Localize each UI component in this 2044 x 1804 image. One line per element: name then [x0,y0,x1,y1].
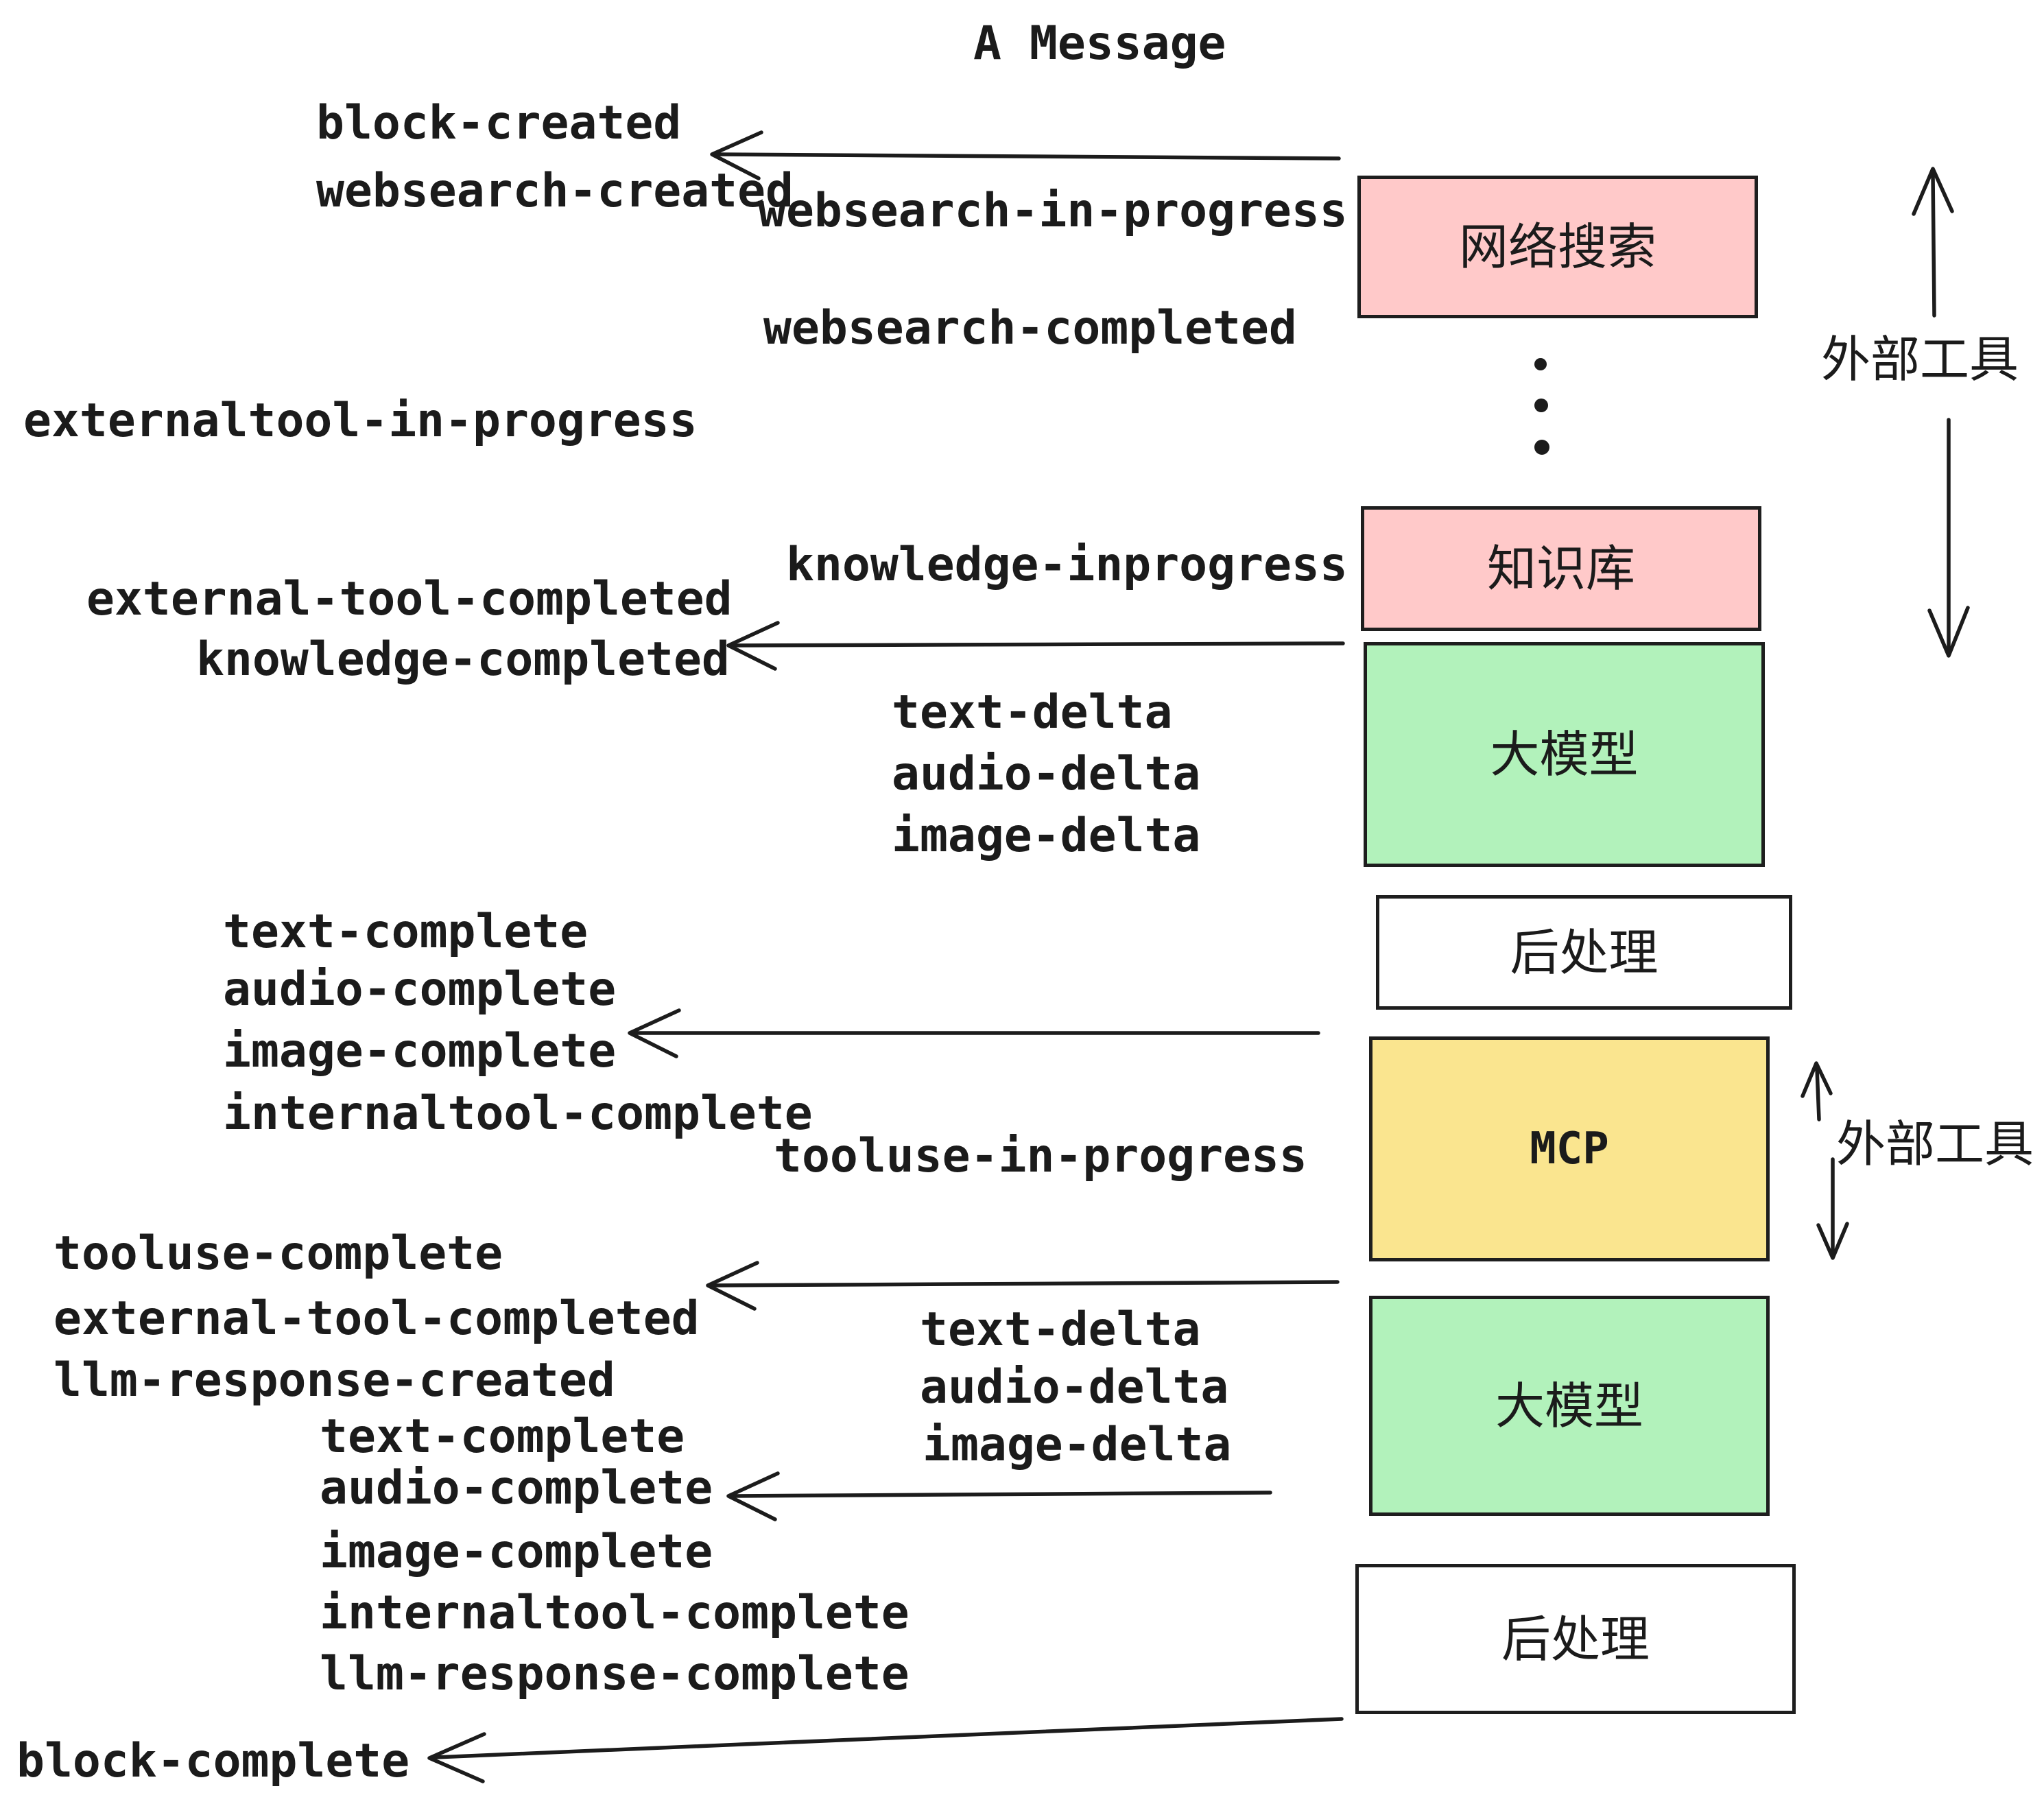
box-websearch-label: 网络搜索 [1458,218,1656,276]
event-label-knowledge-inprogress: knowledge-inprogress [786,538,1348,592]
arrow-post2-to-block-complete [427,1717,1344,1783]
event-label-internaltool-complete-1: internaltool-complete [223,1087,813,1141]
event-label-knowledge-completed: knowledge-completed [196,632,730,687]
page-title: A Message [973,16,1226,71]
event-label-text-complete-1: text-complete [223,905,589,959]
event-label-llm-response-complete: llm-response-complete [320,1647,910,1701]
external-tools-label-top: 外部工具 [1821,331,2019,388]
external-tools-top-double-arrow-icon [1912,167,1970,658]
arrow-knowledge-to-completed [726,621,1345,671]
box-postprocess-1-label: 后处理 [1510,923,1659,982]
event-label-audio-delta-2: audio-delta [920,1360,1229,1414]
box-knowledge: 知识库 [1361,506,1761,631]
event-label-block-complete: block-complete [16,1734,410,1788]
box-mcp: MCP [1369,1036,1770,1261]
arrow-mcp-to-tooluse-complete [706,1261,1340,1311]
event-label-image-delta-2: image-delta [923,1418,1232,1472]
arrow-mcp-to-complete-group [628,1008,1320,1058]
box-llm-1: 大模型 [1364,642,1765,867]
event-label-tooluse-complete: tooluse-complete [54,1226,503,1281]
event-label-image-delta-1: image-delta [892,809,1201,863]
event-label-audio-complete-2: audio-complete [320,1461,713,1515]
box-postprocess-2: 后处理 [1355,1564,1796,1714]
event-label-internaltool-complete-2: internaltool-complete [320,1586,910,1640]
box-llm-2-label: 大模型 [1495,1377,1643,1435]
external-tools-label-bottom: 外部工具 [1836,1115,2034,1173]
event-label-audio-delta-1: audio-delta [892,747,1201,801]
arrow-llm2-to-audio-complete [726,1471,1272,1521]
box-llm-2: 大模型 [1369,1296,1770,1516]
event-label-websearch-created: websearch-created [316,164,794,218]
event-label-websearch-completed: websearch-completed [763,301,1297,355]
box-postprocess-2-label: 后处理 [1501,1610,1650,1668]
box-mcp-label: MCP [1530,1124,1609,1174]
arrow-websearch-to-created [710,130,1341,180]
event-label-image-complete-1: image-complete [223,1024,617,1078]
event-label-text-delta-1: text-delta [892,685,1173,739]
event-label-text-complete-2: text-complete [320,1410,685,1464]
event-label-image-complete-2: image-complete [320,1525,713,1579]
event-label-block-created: block-created [316,96,682,150]
event-label-text-delta-2: text-delta [920,1303,1201,1357]
event-label-external-tool-completed-2: external-tool-completed [54,1292,700,1346]
ellipsis-dots-icon [1534,358,1549,455]
event-label-audio-complete-1: audio-complete [223,962,617,1017]
event-label-websearch-in-progress: websearch-in-progress [758,184,1348,238]
box-knowledge-label: 知识库 [1486,540,1635,597]
event-label-externaltool-in-progress: externaltool-in-progress [23,394,698,448]
external-tools-bottom-double-arrow-icon [1801,1061,1849,1260]
event-label-llm-response-created: llm-response-created [54,1353,615,1408]
event-label-tooluse-in-progress: tooluse-in-progress [774,1129,1307,1183]
box-llm-1-label: 大模型 [1490,726,1639,783]
box-postprocess-1: 后处理 [1376,895,1792,1010]
box-websearch: 网络搜索 [1357,176,1758,318]
event-label-external-tool-completed: external-tool-completed [86,572,733,626]
